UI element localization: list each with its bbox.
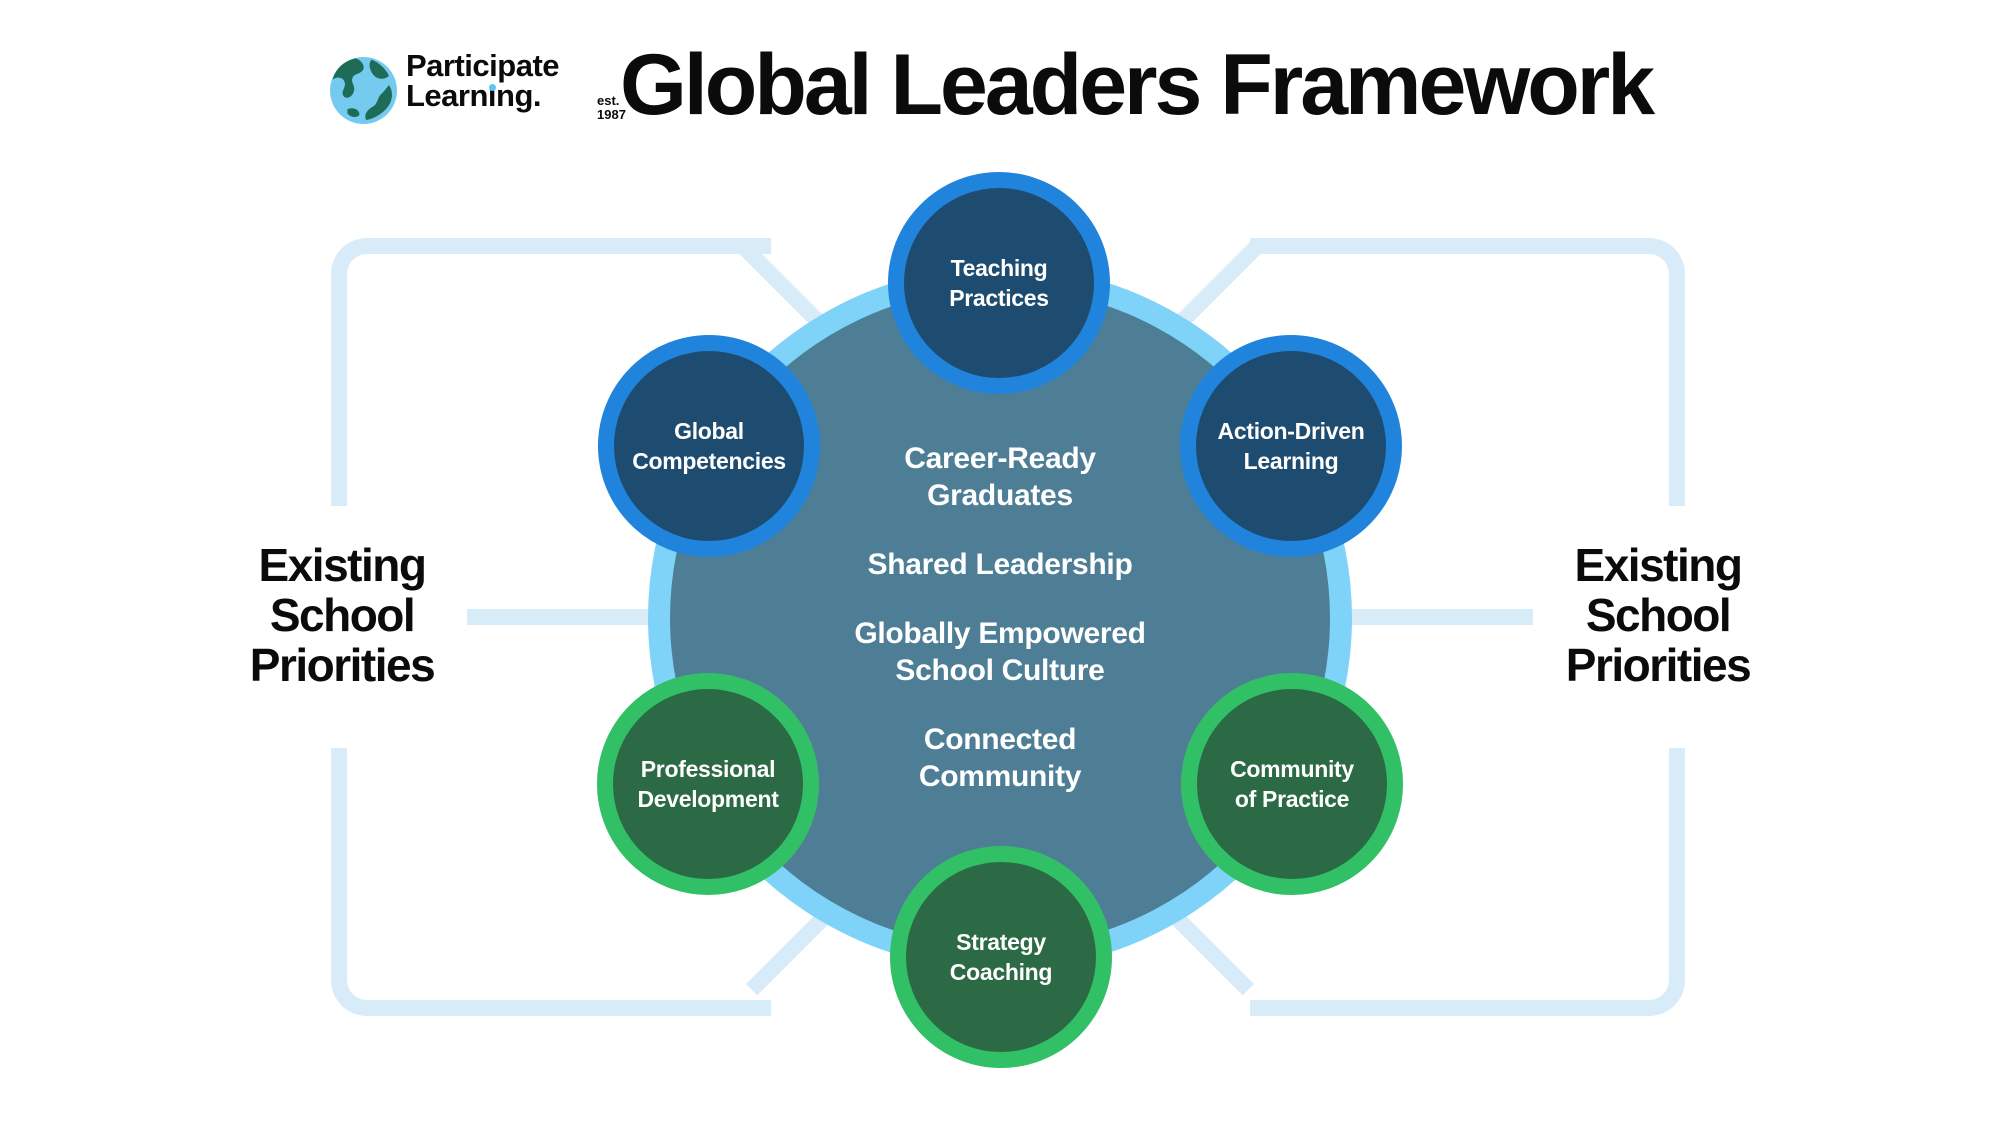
- label-line: Priorities: [249, 639, 436, 691]
- left-connector-line: [467, 609, 657, 625]
- satellite-strategy-coaching: Strategy Coaching: [890, 846, 1112, 1068]
- right-frame-top: [1250, 238, 1685, 506]
- core-item-career-ready-graduates: Career-Ready Graduates: [904, 442, 1096, 512]
- left-frame-top: [331, 238, 771, 506]
- label-line: Priorities: [1565, 639, 1752, 691]
- satellite-global-competencies: Global Competencies: [598, 335, 820, 557]
- page-title: Global Leaders Framework: [620, 37, 1655, 133]
- core-item-connected-community: Connected Community: [918, 723, 1082, 793]
- right-existing-school-priorities-label: Existing School Priorities: [1498, 540, 1818, 690]
- core-item-shared-leadership: Shared Leadership: [867, 548, 1133, 581]
- brand-line-1: Participate: [406, 48, 560, 83]
- right-frame-bottom: [1250, 748, 1685, 1016]
- label-line: School: [1585, 589, 1732, 641]
- satellite-action-driven-learning: Action-Driven Learning: [1180, 335, 1402, 557]
- satellite-community-of-practice: Community of Practice: [1181, 673, 1403, 895]
- established-year: est. 1987: [597, 93, 626, 122]
- center-circle-text: Career-Ready Graduates Shared Leadership…: [790, 440, 1210, 827]
- globe-icon: [330, 57, 397, 124]
- core-item-globally-empowered-school-culture: Globally Empowered School Culture: [854, 617, 1146, 687]
- right-connector-line: [1343, 609, 1533, 625]
- satellite-teaching-practices: Teaching Practices: [888, 172, 1110, 394]
- label-line: Existing: [1574, 539, 1743, 591]
- satellite-professional-development: Professional Development: [597, 673, 819, 895]
- blue-i-dot: [488, 84, 496, 91]
- left-existing-school-priorities-label: Existing School Priorities: [182, 540, 502, 690]
- label-line: School: [269, 589, 416, 641]
- left-frame-bottom: [331, 748, 771, 1016]
- label-line: Existing: [258, 539, 427, 591]
